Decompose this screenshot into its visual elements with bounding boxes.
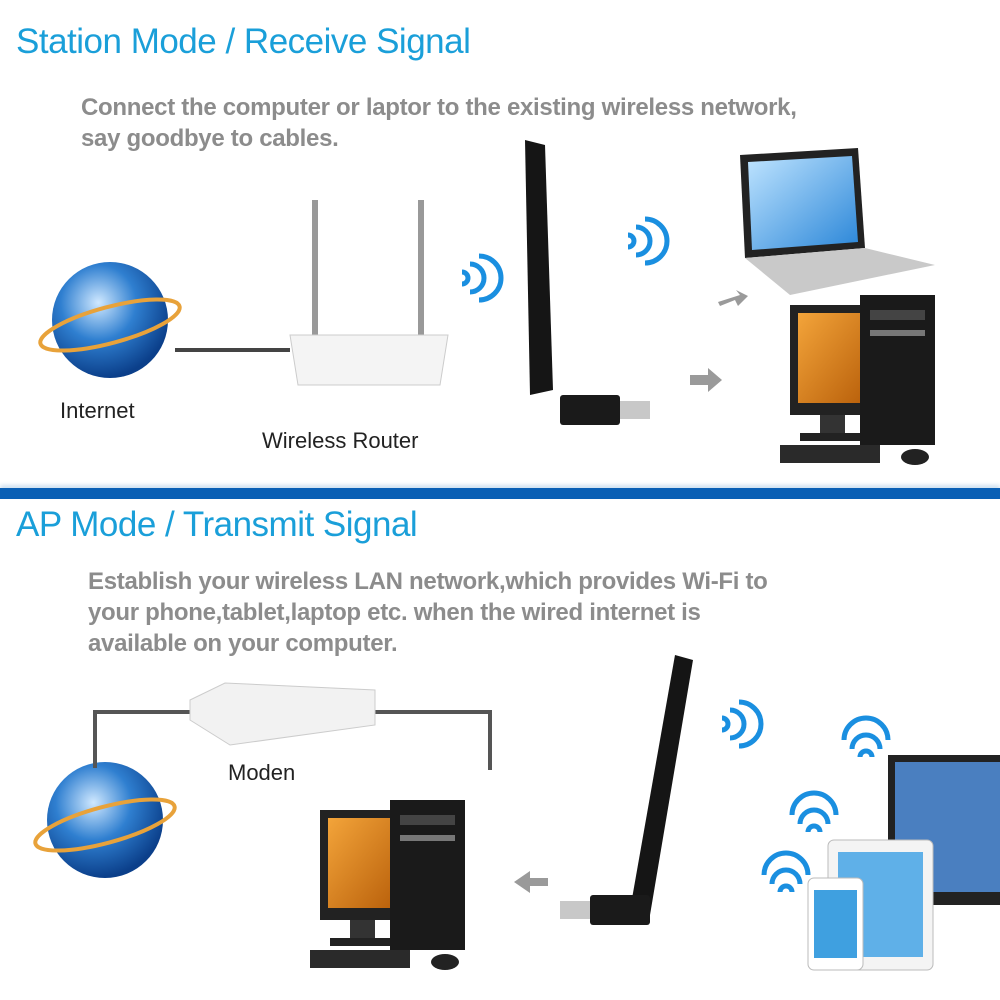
arrow-icon [718,290,748,306]
arrow-icon [690,368,722,392]
globe-icon [33,762,177,878]
router-icon [289,200,449,386]
station-mode-description: Connect the computer or laptor to the ex… [81,94,797,152]
modem-label: Moden [228,760,296,785]
wifi-icon [792,793,836,832]
wireless-router-label: Wireless Router [262,428,419,453]
modem-icon [189,682,376,746]
ap-mode-description: Establish your wireless LAN network,whic… [88,568,768,657]
internet-label: Internet [60,398,135,423]
phone-icon [807,877,864,971]
wifi-icon [844,718,888,757]
wifi-icon [462,256,501,300]
cable [93,710,492,770]
globe-icon [38,262,182,378]
usb-adapter-icon [525,140,650,425]
arrow-icon [514,871,548,893]
wifi-icon [764,853,808,892]
wifi-icon [628,219,667,263]
desktop-computer-icon [780,295,935,465]
ap-mode-title: AP Mode / Transmit Signal [16,505,418,544]
laptop-icon [740,148,935,295]
usb-adapter-icon [560,655,693,925]
section-divider [0,488,1000,499]
desktop-computer-icon [310,800,465,970]
station-mode-title: Station Mode / Receive Signal [16,22,471,61]
wifi-icon [722,702,761,746]
